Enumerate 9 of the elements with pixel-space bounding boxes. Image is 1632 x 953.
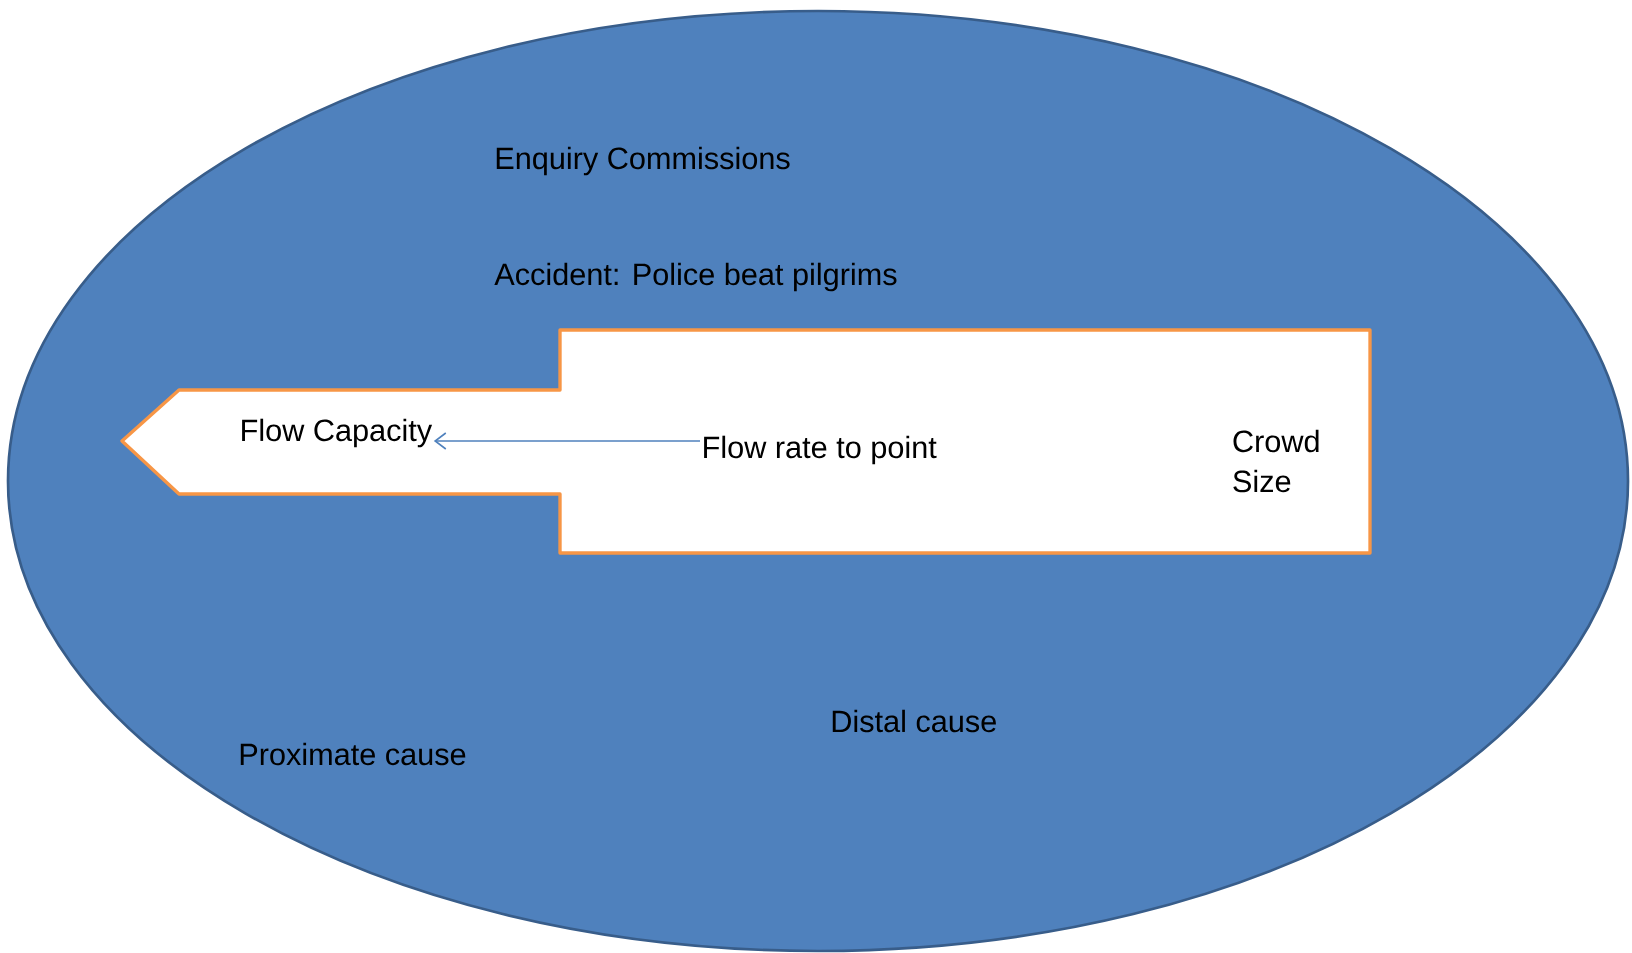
ellipse-label: Proximate cause [240, 742, 466, 766]
arrow [433, 432, 701, 450]
arrow-box [120, 328, 1372, 555]
ellipse-label: Accident: Police beat pilgrims [494, 262, 897, 292]
ellipse-label: Enquiry Commissions [496, 146, 790, 176]
box-label: Crowd Size [1233, 429, 1319, 493]
ellipse-label: Distal cause [832, 709, 996, 733]
box-label: Flow Capacity [242, 418, 433, 448]
box-label: Flow rate to point [704, 435, 937, 465]
